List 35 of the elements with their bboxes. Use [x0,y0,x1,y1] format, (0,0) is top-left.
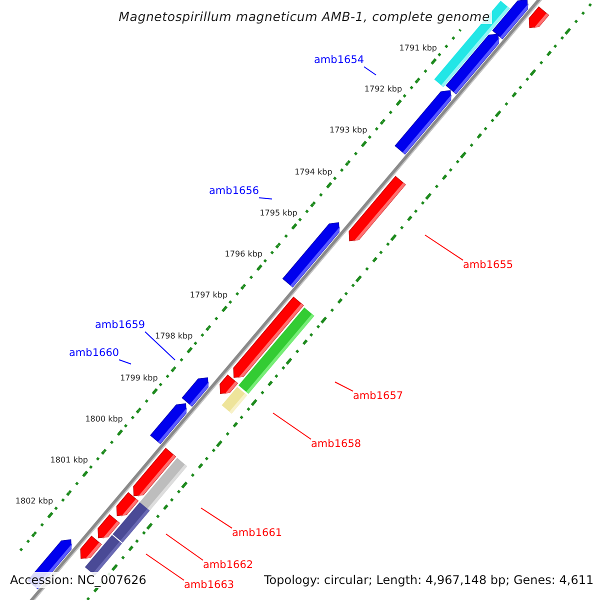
gene-label: amb1663 [184,580,234,592]
tick-label: 1800 kbp [85,414,123,424]
gene-label: amb1660 [69,348,120,360]
tick-label: 1791 kbp [399,44,437,52]
tick-label: 1796 kbp [224,250,262,258]
tick-label: 1795 kbp [260,208,298,218]
leader-line [258,197,272,200]
leader-line [166,534,204,561]
leader-line [144,331,176,360]
gene-label: amb1659 [95,320,146,332]
leader-line [272,412,312,440]
tick-label: 1793 kbp [329,126,368,135]
gene-label: amb1661 [232,528,282,540]
gene-label: amb1662 [203,560,254,572]
tick-label: 1801 kbp [50,456,88,464]
tick-label: 1797 kbp [190,290,228,300]
leader-line [424,234,464,261]
gene-label: amb1654 [314,55,364,67]
gene-label: amb1656 [209,186,260,198]
gene-label: amb1657 [353,391,404,403]
leader-line [364,66,376,76]
gene-label: amb1655 [463,260,514,272]
tick-label: 1799 kbp [120,373,158,382]
leader-line [200,508,232,529]
tick-label: 1798 kbp [154,332,193,341]
chart-title: Magnetospirillum magneticum AMB-1, complete genome [116,9,492,24]
tick-label: 1794 kbp [294,167,332,176]
leader-line [118,359,132,364]
gene-label: amb1658 [311,439,362,451]
tick-label: 1792 kbp [364,84,402,94]
genome-summary-text: Topology: circular; Length: 4,967,148 bp; Genes: 4,611 [262,572,596,588]
leader-line [334,382,354,392]
leader-line [146,554,184,581]
tick-label: 1802 kbp [15,496,54,506]
accession-text: Accession: NC_007626 [8,572,148,588]
